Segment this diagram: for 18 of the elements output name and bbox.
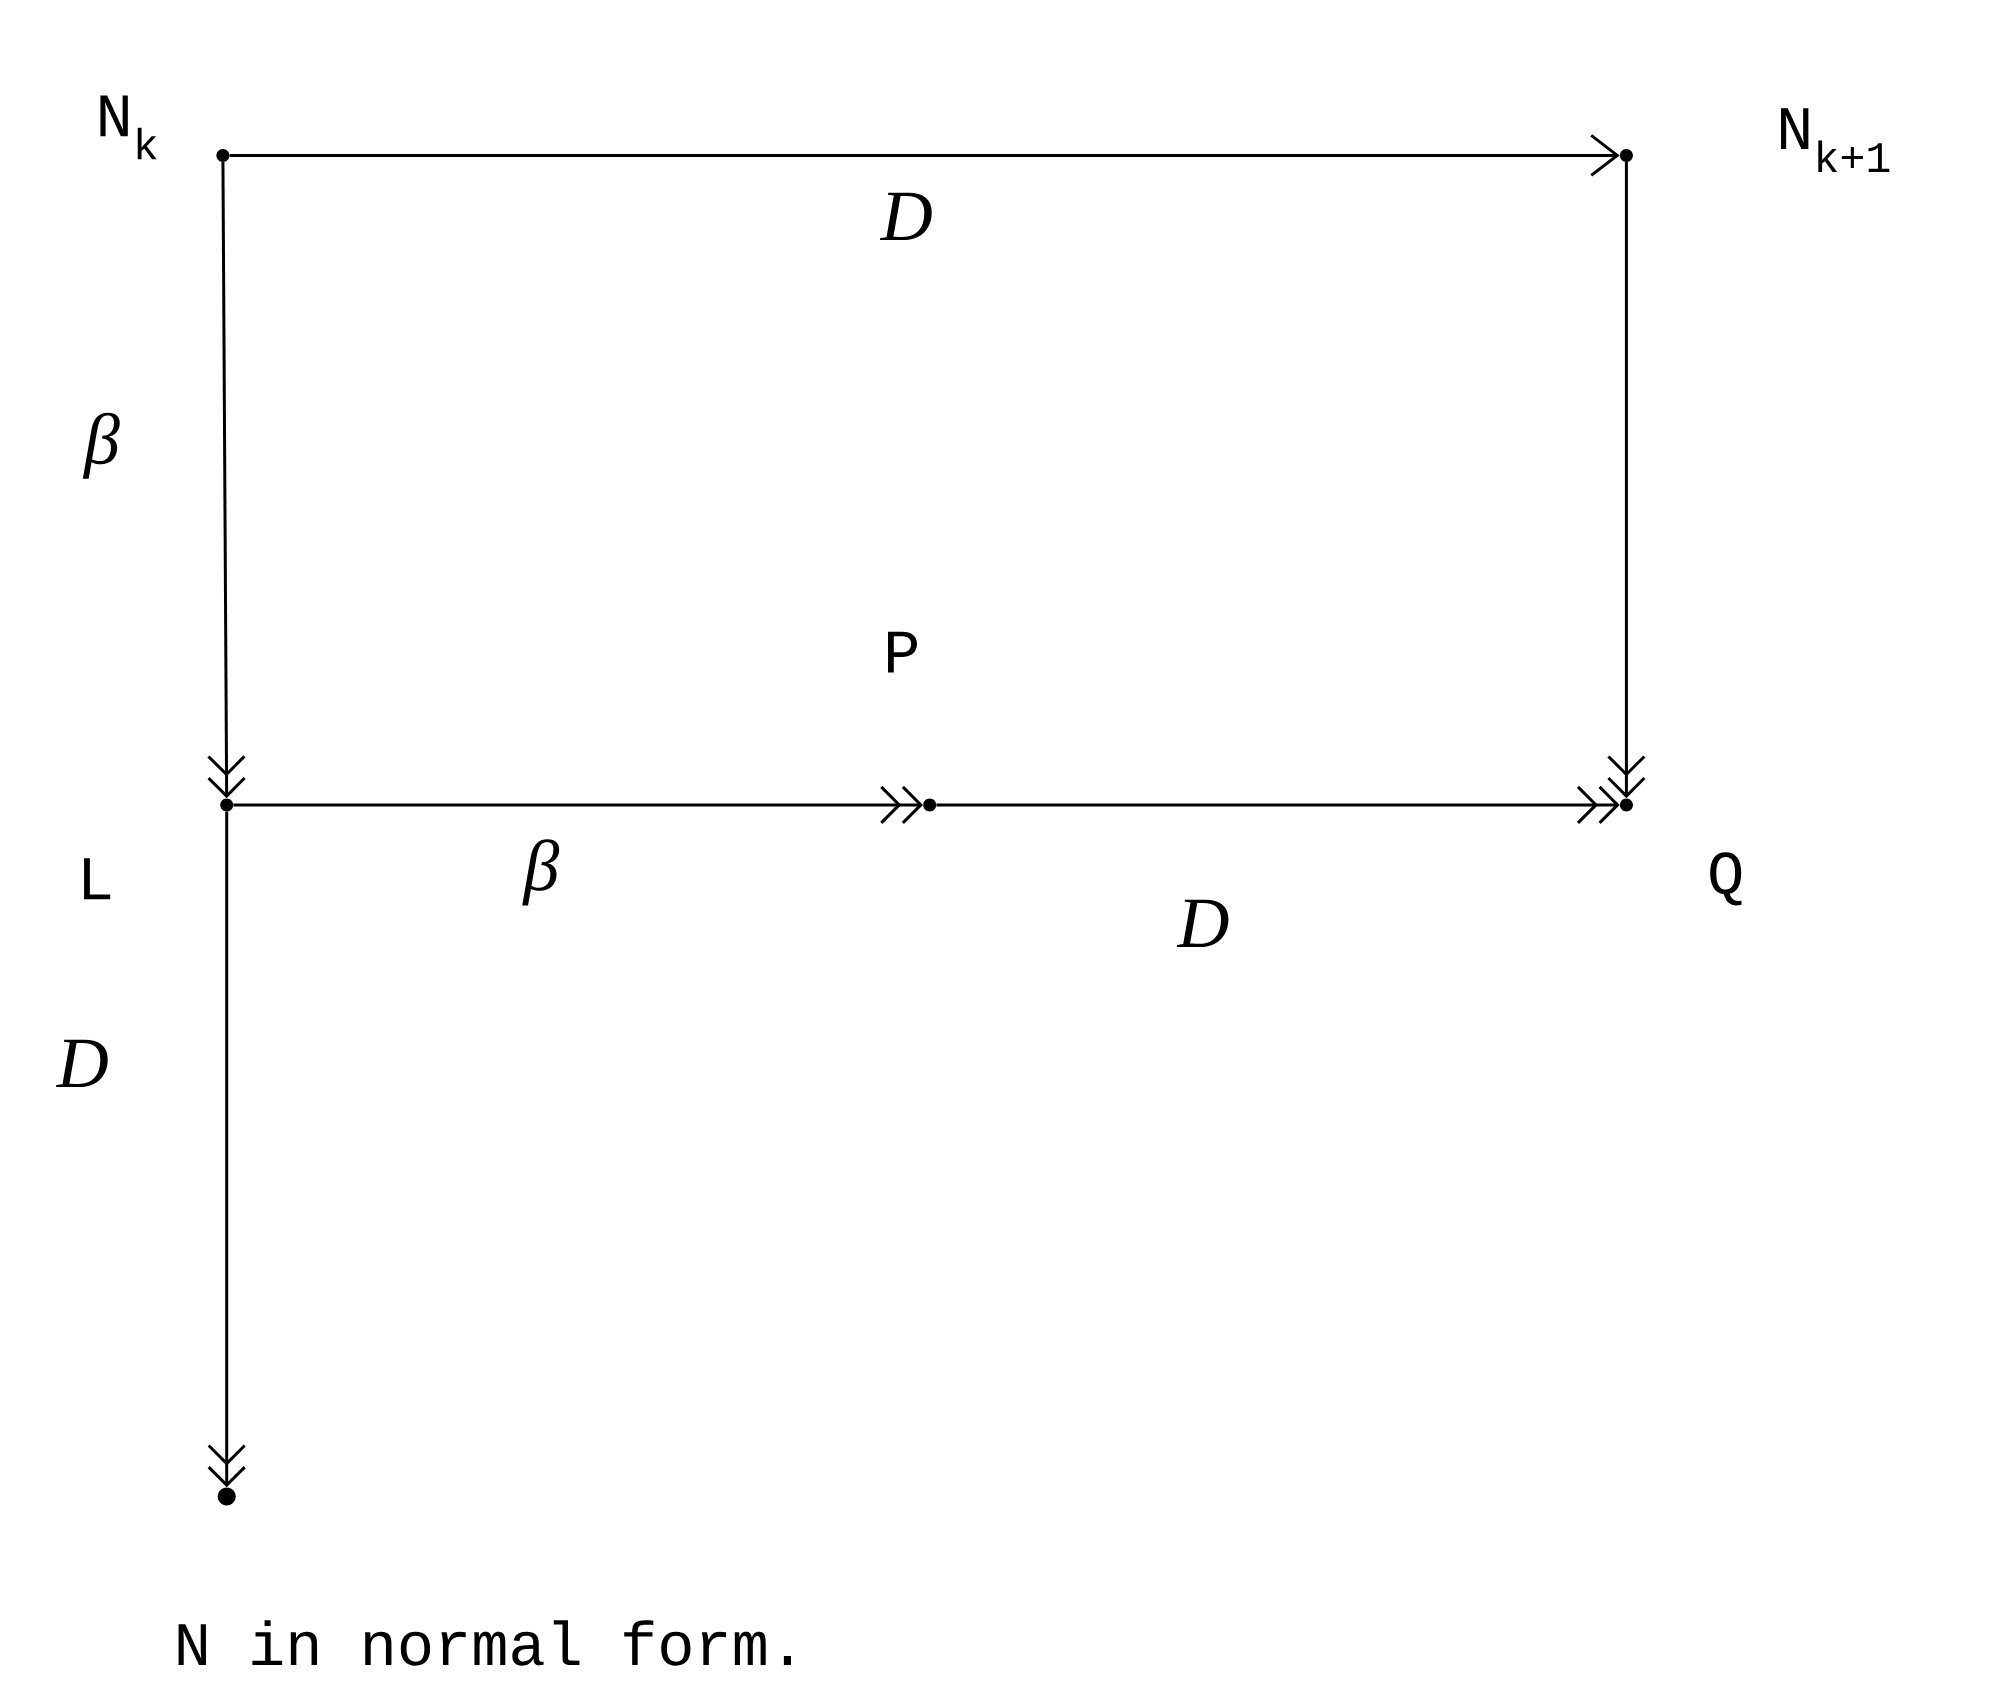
arrow [229,134,1620,177]
arrow [936,785,1620,824]
arrow [1607,162,1646,799]
edge-label: D [880,192,932,241]
point [217,1487,236,1506]
point-label: N$_{k}$ [100,95,157,160]
edge-label: D [1176,899,1229,947]
point-label: Q [1710,852,1742,906]
arrow [207,162,246,799]
point-label: N$_{k+1}$ [1781,108,1890,172]
edge-label: D [56,1039,108,1088]
arrow [207,811,246,1488]
edge-label: β [82,412,120,479]
caption: N in normal form. [178,1620,791,1666]
edge-label: β [522,839,560,906]
point-label: P [888,631,917,673]
arrow [233,785,923,824]
point-label: L [84,858,111,900]
